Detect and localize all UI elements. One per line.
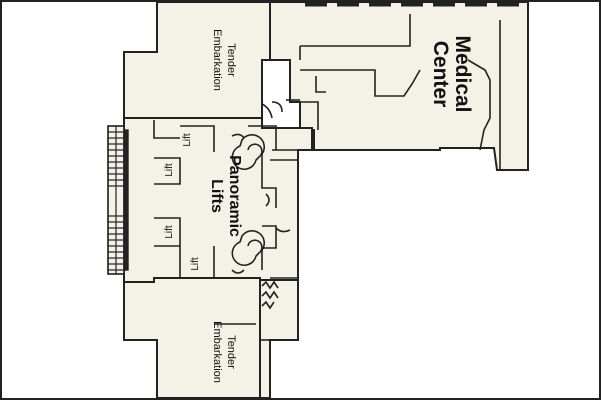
tender-label-top: Tender Embarkation xyxy=(211,29,237,91)
medical-label-line2: Center xyxy=(429,41,452,108)
walls xyxy=(153,1,520,398)
tender-label-bottom-line1: Tender xyxy=(225,335,237,369)
lift-label: Lift xyxy=(190,257,201,271)
panoramic-lifts-label: Panoramic Lifts xyxy=(208,155,243,237)
medical-label-line1: Medical xyxy=(451,35,474,112)
panoramic-lift-pod xyxy=(231,134,265,170)
tender-label-bottom: Tender Embarkation xyxy=(211,321,237,383)
tender-label-top-line2: Embarkation xyxy=(211,29,223,91)
lift-label: Lift xyxy=(182,133,193,147)
panoramic-label-line2: Lifts xyxy=(208,179,225,213)
lift-label: Lift xyxy=(164,163,175,177)
panoramic-lift-pod xyxy=(231,230,265,266)
lift-label: Lift xyxy=(164,225,175,239)
panoramic-lift-pods xyxy=(231,134,265,266)
floor-areas xyxy=(123,1,529,399)
staircase xyxy=(107,125,129,275)
stair-steps xyxy=(108,126,124,274)
tender-label-bottom-line2: Embarkation xyxy=(211,321,223,383)
medical-center-area xyxy=(269,1,529,171)
medical-center-label: Medical Center xyxy=(429,35,474,112)
tender-label-top-line1: Tender xyxy=(225,43,237,77)
lift-labels: Lift Lift Lift Lift xyxy=(164,133,201,271)
panoramic-label-line1: Panoramic xyxy=(226,155,243,237)
